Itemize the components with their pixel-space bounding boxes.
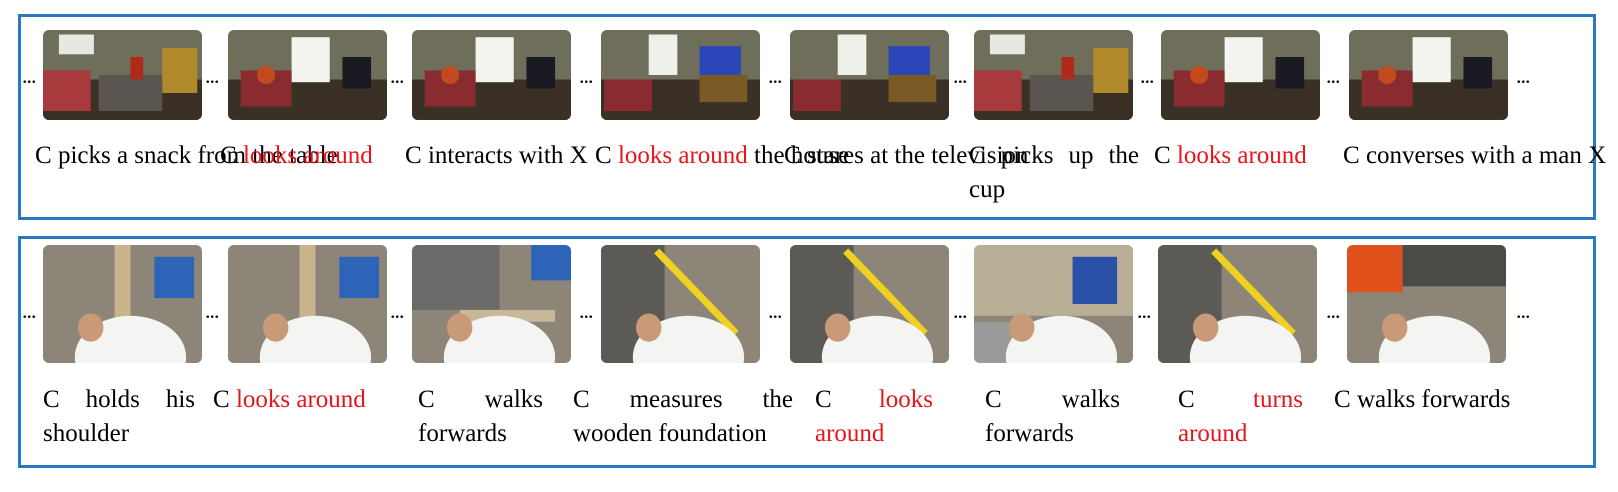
top_row-ellipsis: ... [1140, 63, 1154, 88]
top-row-panel [18, 14, 1596, 220]
bottom_row-ellipsis: ... [1516, 298, 1530, 323]
top_row-frame-5 [790, 30, 949, 120]
caption-rest: the house [754, 142, 850, 169]
bottom_row-ellipsis: ... [390, 298, 404, 323]
caption-rest: forwards [418, 420, 507, 447]
caption-subject: C [405, 142, 422, 169]
caption-subject: C [1178, 386, 1195, 413]
caption-action: holds his [85, 386, 195, 413]
bottom_row-frame-1 [43, 245, 202, 363]
bottom_row-caption-7: C turns around [1178, 383, 1303, 451]
bottom_row-ellipsis: ... [579, 298, 593, 323]
caption-highlight: turns [1253, 386, 1303, 413]
bottom_row-frame-2 [228, 245, 387, 363]
caption-action: walks [484, 386, 543, 413]
caption-subject: C [220, 142, 237, 169]
caption-subject: C [985, 386, 1002, 413]
caption-highlight: looks [878, 386, 933, 413]
caption-subject: C [1334, 386, 1351, 413]
caption-highlight: looks around [617, 142, 748, 169]
bottom_row-frame-6 [974, 245, 1133, 363]
caption-rest: shoulder [43, 420, 130, 447]
bottom_row-frame-4 [601, 245, 760, 363]
top_row-caption-4: C looks around the house [595, 139, 849, 173]
bottom_row-ellipsis: ... [768, 298, 782, 323]
caption-subject: C [969, 142, 986, 169]
caption-rest: around [1178, 420, 1248, 447]
top_row-ellipsis: ... [579, 63, 593, 88]
caption-subject: C [43, 386, 60, 413]
caption-action: walks [1061, 386, 1120, 413]
top_row-frame-1 [43, 30, 202, 120]
top_row-frame-2 [228, 30, 387, 120]
caption-rest: wooden foundation [573, 420, 767, 447]
top_row-frame-4 [601, 30, 760, 120]
top_row-ellipsis: ... [205, 63, 219, 88]
bottom_row-ellipsis: ... [205, 298, 219, 323]
top_row-caption-8: C converses with a man X [1343, 139, 1606, 173]
caption-rest: cup [969, 176, 1006, 203]
caption-subject: C [418, 386, 435, 413]
bottom_row-caption-8: C walks forwards [1334, 383, 1534, 417]
caption-highlight: looks around [1176, 142, 1307, 169]
bottom_row-ellipsis: ... [953, 298, 967, 323]
caption-subject: C [573, 386, 590, 413]
top_row-ellipsis: ... [390, 63, 404, 88]
caption-subject: C [213, 386, 230, 413]
bottom_row-ellipsis: ... [22, 298, 36, 323]
caption-subject: C [784, 142, 801, 169]
caption-highlight: looks around [235, 386, 366, 413]
top_row-ellipsis: ... [768, 63, 782, 88]
caption-action: stares at the [806, 142, 925, 169]
caption-rest: a man X [1521, 142, 1607, 169]
caption-rest: X [569, 142, 588, 169]
caption-action: measures the [629, 386, 793, 413]
caption-subject: C [815, 386, 832, 413]
bottom_row-caption-4: C measures the wooden foundation [573, 383, 793, 451]
bottom_row-caption-1: C holds his shoulder [43, 383, 195, 451]
top_row-ellipsis: ... [22, 63, 36, 88]
caption-action: converses with [1365, 142, 1516, 169]
top_row-caption-7: C looks around [1154, 139, 1334, 173]
bottom_row-caption-3: C walks forwards [418, 383, 543, 451]
caption-rest: around [815, 420, 885, 447]
top_row-frame-3 [412, 30, 571, 120]
bottom_row-ellipsis: ... [1137, 298, 1151, 323]
caption-action: picks a snack [57, 142, 192, 169]
bottom_row-frame-3 [412, 245, 571, 363]
bottom_row-frame-5 [790, 245, 949, 363]
bottom_row-caption-2: C looks around [213, 383, 393, 417]
caption-rest: from the table [197, 142, 338, 169]
bottom_row-frame-8 [1347, 245, 1506, 363]
top_row-frame-8 [1349, 30, 1508, 120]
caption-action: walks forwards [1356, 386, 1511, 413]
caption-rest: television [931, 142, 1029, 169]
top_row-caption-3: C interacts with X [405, 139, 588, 173]
top_row-caption-2: C looks around [220, 139, 400, 173]
caption-rest: forwards [985, 420, 1074, 447]
bottom_row-frame-7 [1158, 245, 1317, 363]
top_row-frame-6 [974, 30, 1133, 120]
top_row-caption-5: C stares at the television [784, 139, 1028, 173]
bottom_row-caption-6: C walks forwards [985, 383, 1120, 451]
caption-action: interacts with [427, 142, 564, 169]
bottom-row-panel [18, 236, 1596, 468]
caption-action: picks up the [1000, 142, 1139, 169]
bottom_row-caption-5: C looks around [815, 383, 933, 451]
top_row-ellipsis: ... [1326, 63, 1340, 88]
top_row-caption-6: C picks up the cup [969, 139, 1139, 207]
bottom_row-ellipsis: ... [1326, 298, 1340, 323]
caption-subject: C [1343, 142, 1360, 169]
top_row-ellipsis: ... [953, 63, 967, 88]
caption-subject: C [595, 142, 612, 169]
top_row-frame-7 [1161, 30, 1320, 120]
caption-highlight: looks around [242, 142, 373, 169]
top_row-caption-1: C picks a snack from the table [35, 139, 338, 173]
caption-subject: C [1154, 142, 1171, 169]
caption-subject: C [35, 142, 52, 169]
top_row-ellipsis: ... [1516, 63, 1530, 88]
